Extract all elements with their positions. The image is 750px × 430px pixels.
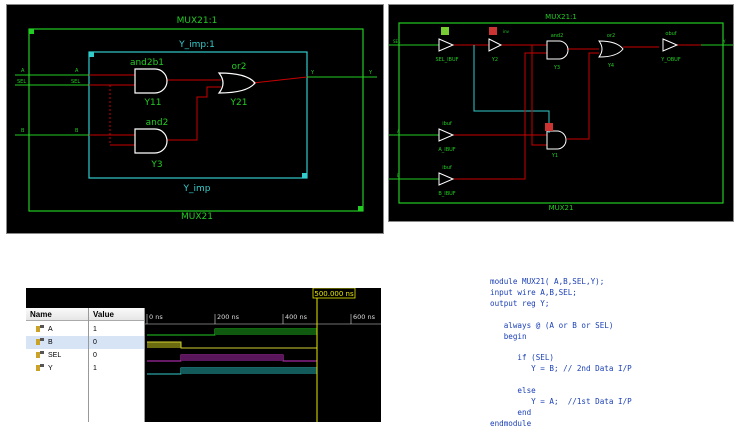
inner-port-a: A (75, 68, 79, 74)
code-line: Y = B; // 2nd Data I/P (490, 364, 632, 374)
svg-text:ibuf: ibuf (442, 121, 452, 127)
value-column-header[interactable]: Value (89, 308, 144, 321)
inner-port-sel: SEL (71, 79, 80, 85)
code-line (490, 375, 740, 386)
svg-text:Y2: Y2 (491, 57, 498, 63)
signal-icon (36, 364, 45, 372)
and2-gate[interactable]: and2 Y3 (134, 118, 169, 170)
ibuf-b-cell[interactable]: ibuf B_IBUF (438, 165, 455, 197)
svg-text:A_IBUF: A_IBUF (438, 147, 455, 153)
or2-y4-cell[interactable]: or2 Y4 (598, 33, 624, 69)
svg-text:and2b1: and2b1 (130, 58, 164, 68)
code-line: output reg Y; (490, 298, 550, 308)
tick-400ns: 400 ns (285, 313, 308, 321)
svg-text:or2: or2 (232, 62, 247, 72)
code-line: end (490, 407, 532, 417)
port-sel: SEL (17, 79, 26, 85)
inner-instance-title: Y_imp:1 (178, 40, 215, 50)
name-column-header[interactable]: Name (26, 308, 88, 321)
waveform-viewer[interactable]: Name A B SEL Y Value 1 0 0 1 500.000 ns … (26, 288, 381, 422)
code-line: begin (490, 331, 527, 341)
signal-row-b[interactable]: B (26, 336, 88, 349)
svg-text:Y11: Y11 (144, 98, 162, 108)
and2-y3-cell[interactable]: and2 Y3 (546, 33, 569, 71)
svg-text:and2: and2 (146, 118, 169, 128)
or2-gate[interactable]: or2 Y21 (217, 62, 256, 108)
signal-row-y[interactable]: Y (26, 362, 88, 375)
inner-port-y: Y (310, 70, 315, 76)
rtl-schematic[interactable]: MUX21:1 MUX21 Y_imp:1 Y_imp A SEL B Y A … (6, 4, 384, 234)
signal-icon (36, 325, 45, 333)
value-y: 1 (93, 365, 97, 372)
svg-text:inv: inv (503, 29, 510, 34)
svg-text:ibuf: ibuf (442, 165, 452, 171)
inv-cell[interactable]: inv Y2 (488, 27, 510, 63)
tech-title: MUX21:1 (545, 13, 577, 21)
wave-y (147, 367, 317, 375)
svg-text:B_IBUF: B_IBUF (438, 191, 455, 197)
value-b: 0 (89, 336, 144, 349)
obuf-cell[interactable]: obuf Y_OBUF (660, 31, 681, 63)
tick-200ns: 200 ns (217, 313, 240, 321)
port-y: Y (368, 70, 373, 76)
svg-text:Y3: Y3 (150, 160, 162, 170)
svg-text:Y_OBUF: Y_OBUF (660, 57, 681, 63)
code-line: input wire A,B,SEL; (490, 287, 577, 297)
ibuf-a-cell[interactable]: ibuf A_IBUF (438, 121, 455, 153)
technology-schematic[interactable]: MUX21:1 MUX21 SEL A B Y SEL_IBUF inv Y2 (388, 4, 734, 222)
tech-bottom: MUX21 (549, 204, 574, 212)
tick-600ns: 600 ns (353, 313, 376, 321)
inner-instance-bottom: Y_imp (183, 184, 211, 194)
wave-b (147, 341, 317, 349)
tech-port-a: A (397, 129, 400, 134)
tech-port-y: Y (722, 39, 726, 44)
signal-row-a[interactable]: A (26, 323, 88, 336)
signal-icon (36, 351, 45, 359)
wave-a (147, 328, 317, 336)
value-a: 1 (93, 326, 97, 333)
ibuf-sel-cell[interactable]: SEL_IBUF (435, 27, 459, 63)
and2b1-gate[interactable]: and2b1 Y11 (130, 58, 168, 108)
tech-port-sel: SEL (393, 39, 401, 44)
svg-text:Y4: Y4 (607, 63, 614, 69)
code-line (490, 342, 740, 353)
svg-text:Y21: Y21 (230, 98, 248, 108)
cursor-time-label: 500.000 ns (314, 290, 354, 298)
wave-sel (147, 354, 317, 362)
signal-value-column: Value 1 0 0 1 (89, 308, 145, 422)
outer-module-bottom: MUX21 (181, 212, 213, 222)
port-a: A (21, 68, 25, 74)
outer-module-title: MUX21:1 (177, 16, 218, 26)
code-line: endmodule (490, 418, 532, 428)
and2-y1-cell[interactable]: Y1 (545, 123, 567, 159)
code-line: always @ (A or B or SEL) (490, 320, 614, 330)
svg-text:Y1: Y1 (551, 153, 558, 159)
tick-0ns: 0 ns (149, 313, 163, 321)
signal-name-column: Name A B SEL Y (26, 308, 89, 422)
code-line: module MUX21( A,B,SEL,Y); (490, 277, 605, 286)
svg-text:SEL_IBUF: SEL_IBUF (435, 57, 458, 63)
svg-text:Y3: Y3 (553, 65, 560, 71)
verilog-source: module MUX21( A,B,SEL,Y);input wire A,B,… (490, 277, 740, 428)
code-line (490, 310, 740, 321)
code-line: else (490, 386, 536, 396)
code-line: Y = A; //1st Data I/P (490, 396, 632, 406)
signal-icon (36, 338, 45, 346)
port-b: B (21, 128, 25, 134)
svg-text:obuf: obuf (665, 31, 676, 37)
waveform-plot[interactable]: 500.000 ns 0 ns 200 ns 400 ns 600 ns (145, 288, 381, 422)
svg-text:and2: and2 (551, 33, 564, 39)
tech-port-b: B (397, 173, 400, 178)
svg-text:or2: or2 (607, 33, 615, 39)
signal-row-sel[interactable]: SEL (26, 349, 88, 362)
value-sel: 0 (93, 352, 97, 359)
code-line: if (SEL) (490, 353, 555, 363)
inner-port-b: B (75, 128, 79, 134)
